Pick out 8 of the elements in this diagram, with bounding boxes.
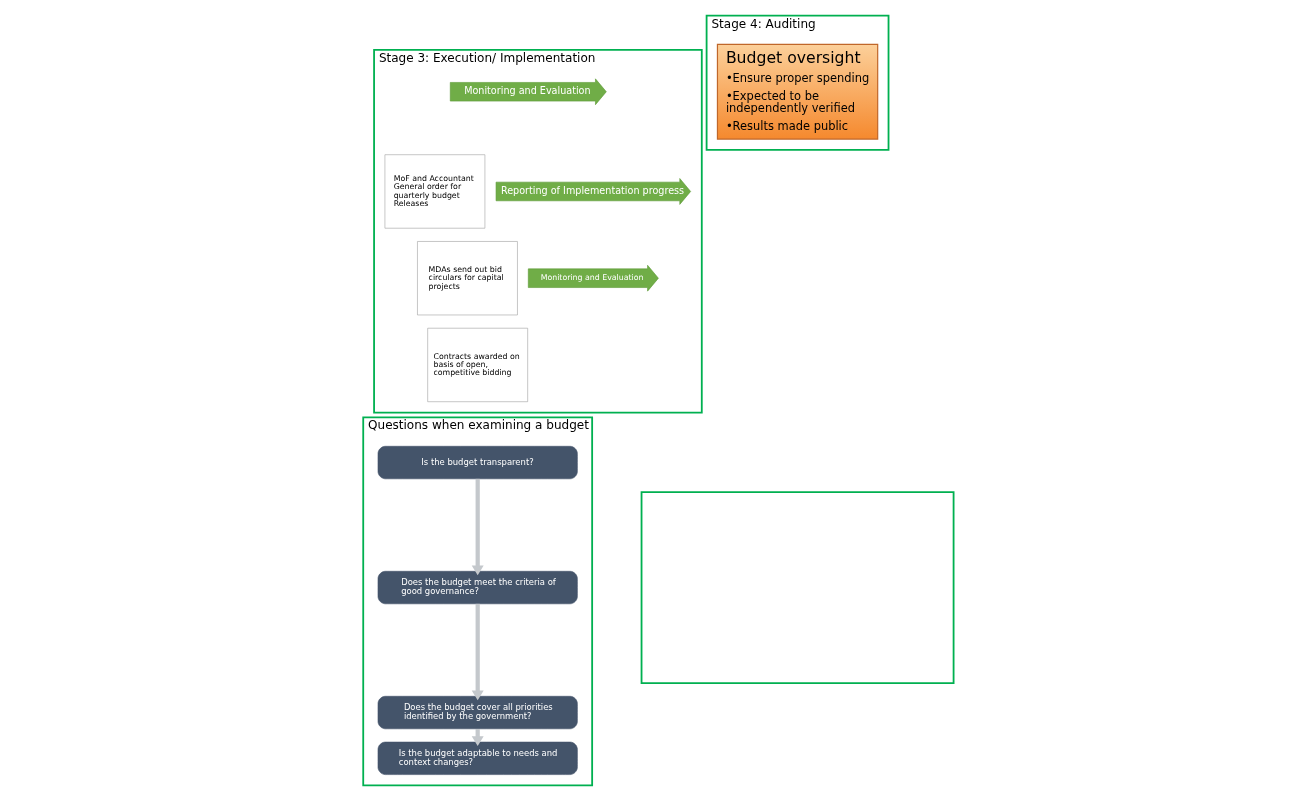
node-box: Does the budget meet the criteria of good governance?	[377, 571, 578, 605]
node-box: Does the budget cover all priorities identified by the government?	[377, 696, 578, 730]
arrow	[471, 603, 484, 701]
node-box	[640, 491, 954, 684]
node-box: Is the budget transparent?	[377, 445, 578, 480]
arrow	[471, 478, 484, 576]
node-box: Is the budget adaptable to needs and context changes?	[377, 741, 578, 775]
node-box: Budget oversight •Ensure proper spending •Expected to be independently verified •Results made public	[716, 43, 878, 140]
